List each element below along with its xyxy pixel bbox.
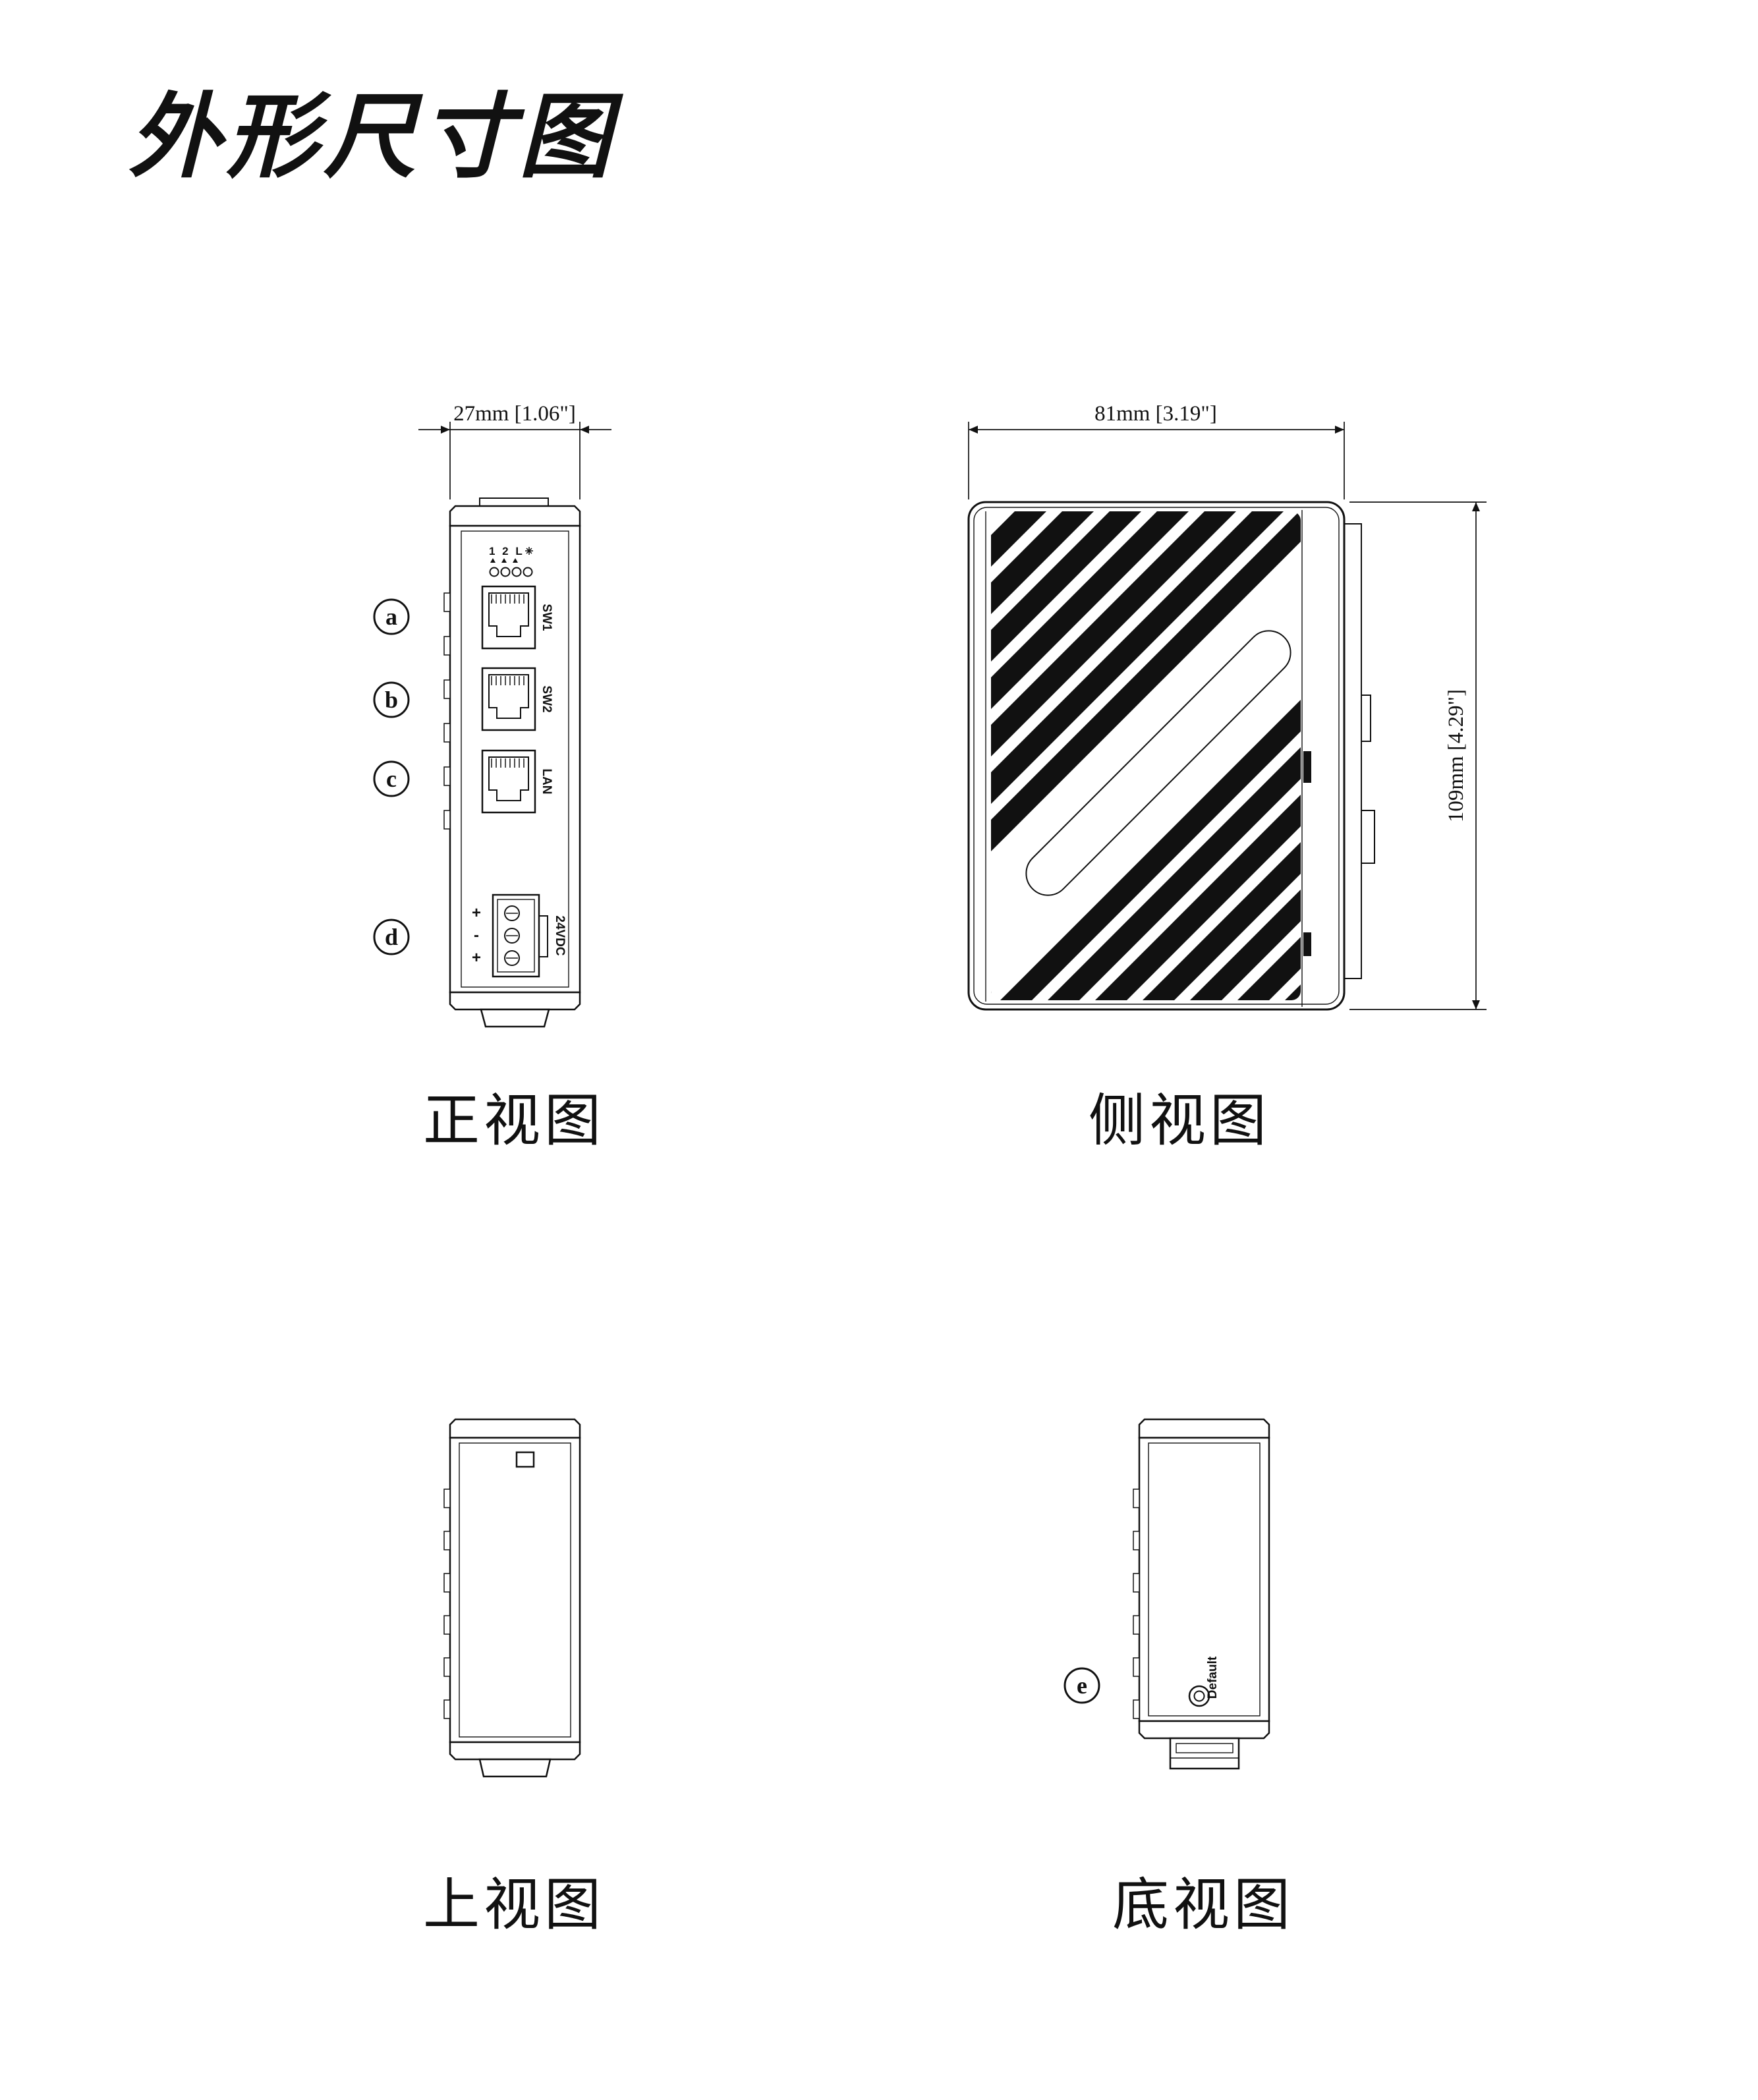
default-reset-button: Default [1188,1656,1220,1707]
link-led-icon [513,558,518,563]
din-foot [480,1008,550,1028]
polarity-plus-top: + [472,904,481,922]
side-height-dimension: 109mm [4.29"] [1349,501,1487,1010]
side-width-dimension: 81mm [3.19"] [968,402,1345,499]
front-view-caption: 正视图 [423,1089,605,1152]
top-window [515,1451,535,1468]
striped-face-pattern [991,511,1301,1000]
callout-c: c [373,760,410,797]
callout-e-letter: e [1077,1672,1087,1699]
polarity-plus-bottom: + [472,949,481,967]
din-rail-mount [1303,523,1375,979]
top-view-drawing [443,1418,581,1778]
callout-b-letter: b [385,687,398,713]
power-voltage-label: 24VDC [553,915,567,956]
side-view-caption: 侧视图 [1089,1089,1270,1152]
power-led-icon [525,547,533,555]
side-view-drawing: 81mm [3.19"] [967,402,1487,1011]
din-foot [478,1758,552,1778]
front-width-dim-text: 27mm [1.06"] [453,402,576,426]
bottom-view-caption: 底视图 [1112,1873,1294,1937]
default-button-label: Default [1206,1656,1220,1699]
port-label-sw1: SW1 [540,604,553,631]
terminal-screws [504,905,520,966]
din-clip [1169,1737,1240,1770]
callout-c-letter: c [386,766,397,792]
callout-a-letter: a [385,604,397,630]
link-led-icon [490,558,496,563]
top-device-outline [443,1418,581,1778]
callout-e: e [1063,1667,1100,1704]
rj45-port-lan: LAN [481,749,553,814]
callout-d-letter: d [385,924,398,950]
callout-d: d [373,919,410,955]
front-width-dimension: 27mm [1.06"] [418,402,611,499]
bottom-device-outline [1133,1418,1270,1770]
rj45-port-sw2: SW2 [481,667,553,731]
bottom-view-drawing: Default e [1063,1418,1270,1770]
led-labels: 1 2 L [489,545,525,557]
front-view-drawing: 27mm [1.06"] 1 2 L [373,402,611,1028]
side-ribs [443,1489,451,1719]
label-area-outline [1025,630,1291,896]
page-title: 外形尺寸图 [128,87,617,189]
port-label-sw2: SW2 [540,685,553,712]
led-indicator-block: 1 2 L [489,545,533,577]
polarity-minus: - [474,926,479,944]
side-ribs [443,592,451,830]
top-view-caption: 上视图 [423,1873,605,1937]
callout-a: a [373,598,410,635]
side-ribs [1133,1489,1140,1719]
callout-b: b [373,681,410,718]
link-led-icon [501,558,507,563]
side-width-dim-text: 81mm [3.19"] [1094,402,1217,426]
power-terminal-block: + - + 24VDC [472,894,567,978]
side-height-dim-text: 109mm [4.29"] [1444,689,1468,822]
rj45-port-sw1: SW1 [481,585,553,650]
port-label-lan: LAN [540,768,553,794]
